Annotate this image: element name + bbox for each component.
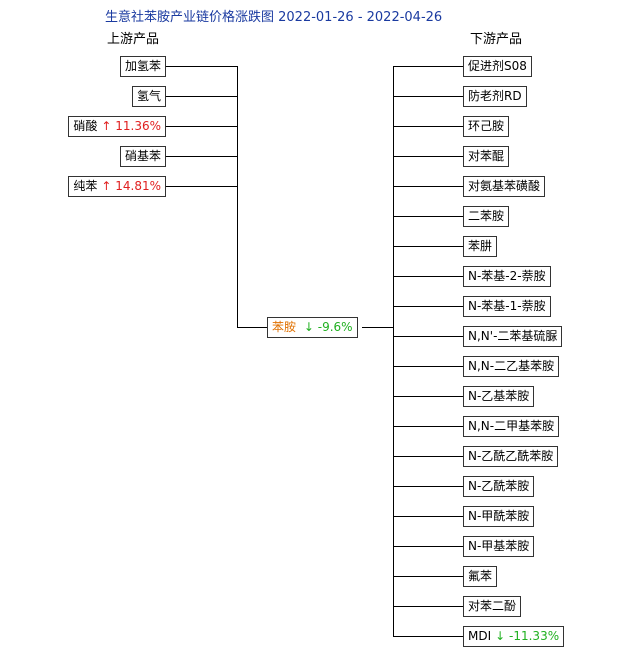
downstream-item-name: N,N-二甲基苯胺 [468,419,555,433]
downstream-item-node[interactable]: N-乙酰乙酰苯胺 [463,446,559,467]
upstream-connector [166,126,238,127]
downstream-item-name: N-乙酰苯胺 [468,479,530,493]
downstream-item-node[interactable]: 促进剂S08 [463,56,532,77]
downstream-connector [393,246,463,247]
downstream-connector [393,336,463,337]
downstream-item-name: N-乙酰乙酰苯胺 [468,449,554,463]
down-arrow-icon: ↓ [495,629,506,643]
downstream-item-name: 对苯醌 [468,149,505,163]
downstream-item-change: ↓ -11.33% [495,629,559,643]
downstream-item-name: N,N'-二苯基硫脲 [468,329,558,343]
downstream-item-name: N-苯基-1-萘胺 [468,299,546,313]
downstream-item-node[interactable]: 苯肼 [463,236,498,257]
downstream-item-node[interactable]: N-乙基苯胺 [463,386,535,407]
downstream-item-name: 二苯胺 [468,209,505,223]
downstream-item-name: 苯肼 [468,239,493,253]
downstream-connector [393,456,463,457]
upstream-item-name: 硝基苯 [124,149,161,163]
upstream-item-node[interactable]: 氢气 [131,86,166,107]
downstream-item-node[interactable]: N-乙酰苯胺 [463,476,535,497]
downstream-connector [393,636,463,637]
downstream-header: 下游产品 [470,32,523,47]
downstream-item-node[interactable]: 防老剂RD [463,86,527,107]
downstream-item-name: 环己胺 [468,119,505,133]
center-change: ↓ -9.6% [304,320,353,334]
upstream-to-center-connector [237,327,267,328]
downstream-item-name: N,N-二乙基苯胺 [468,359,555,373]
downstream-connector [393,546,463,547]
upstream-item-change-value: 11.36% [111,119,161,133]
downstream-item-name: N-乙基苯胺 [468,389,530,403]
downstream-item-node[interactable]: 氟苯 [463,566,498,587]
upstream-item-node[interactable]: 硝酸↑ 11.36% [68,116,166,137]
downstream-connector [393,216,463,217]
downstream-item-name: N-甲基苯胺 [468,539,530,553]
upstream-item-name: 硝酸 [73,119,98,133]
downstream-item-node[interactable]: 对苯二酚 [463,596,522,617]
downstream-connector [393,396,463,397]
upstream-connector [166,186,238,187]
center-change-value: -9.6% [317,320,353,334]
center-product-node[interactable]: 苯胺 ↓ -9.6% [267,317,358,338]
upstream-item-change: ↑ 11.36% [101,119,161,133]
upstream-item-name: 氢气 [136,89,161,103]
downstream-item-node[interactable]: N-苯基-2-萘胺 [463,266,551,287]
downstream-connector [393,576,463,577]
downstream-item-node[interactable]: N,N-二乙基苯胺 [463,356,560,377]
downstream-item-name: 对苯二酚 [468,599,517,613]
downstream-item-name: 防老剂RD [468,89,522,103]
upstream-item-node[interactable]: 硝基苯 [119,146,166,167]
upstream-item-name: 纯苯 [73,179,98,193]
downstream-item-node[interactable]: N-甲基苯胺 [463,536,535,557]
chart-title: 生意社苯胺产业链价格涨跌图 2022-01-26 - 2022-04-26 [105,10,443,25]
center-to-downstream-connector [362,327,394,328]
upstream-item-change: ↑ 14.81% [101,179,161,193]
downstream-connector [393,486,463,487]
downstream-item-node[interactable]: N-苯基-1-萘胺 [463,296,551,317]
downstream-spine [393,66,394,637]
upstream-header: 上游产品 [107,32,160,47]
downstream-connector [393,186,463,187]
downstream-connector [393,306,463,307]
upstream-connector [166,96,238,97]
downstream-item-node[interactable]: N,N'-二苯基硫脲 [463,326,563,347]
downstream-item-name: N-甲酰苯胺 [468,509,530,523]
downstream-item-node[interactable]: 二苯胺 [463,206,510,227]
downstream-item-node[interactable]: 环己胺 [463,116,510,137]
downstream-item-node[interactable]: MDI↓ -11.33% [463,626,565,647]
up-arrow-icon: ↑ [101,179,112,193]
upstream-item-node[interactable]: 加氢苯 [119,56,166,77]
downstream-item-node[interactable]: N-甲酰苯胺 [463,506,535,527]
downstream-connector [393,606,463,607]
center-product-name: 苯胺 [272,320,297,334]
downstream-connector [393,156,463,157]
downstream-connector [393,126,463,127]
down-arrow-icon: ↓ [303,320,314,334]
up-arrow-icon: ↑ [101,119,112,133]
downstream-connector [393,426,463,427]
downstream-item-change-value: -11.33% [505,629,560,643]
downstream-item-name: N-苯基-2-萘胺 [468,269,546,283]
downstream-item-name: 对氨基苯磺酸 [468,179,541,193]
downstream-item-node[interactable]: N,N-二甲基苯胺 [463,416,560,437]
upstream-connector [166,156,238,157]
upstream-item-change-value: 14.81% [111,179,161,193]
downstream-item-name: MDI [468,629,492,643]
downstream-connector [393,96,463,97]
upstream-spine [237,66,238,328]
downstream-item-name: 氟苯 [468,569,493,583]
downstream-connector [393,276,463,277]
downstream-connector [393,516,463,517]
downstream-connector [393,366,463,367]
downstream-item-name: 促进剂S08 [468,59,527,73]
downstream-connector [393,66,463,67]
upstream-connector [166,66,238,67]
downstream-item-node[interactable]: 对氨基苯磺酸 [463,176,546,197]
upstream-item-name: 加氢苯 [124,59,161,73]
upstream-item-node[interactable]: 纯苯↑ 14.81% [68,176,166,197]
downstream-item-node[interactable]: 对苯醌 [463,146,510,167]
